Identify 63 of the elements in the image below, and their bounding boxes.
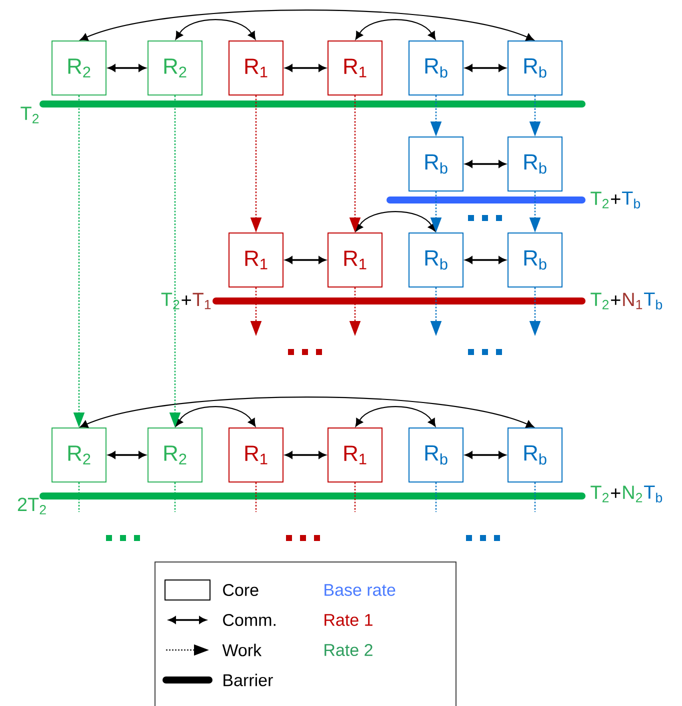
comm-arrow — [80, 396, 534, 428]
barrier-label: + — [611, 296, 620, 305]
core-box: R$_{1}$ — [328, 40, 382, 96]
core-box: R$_{1}$ — [228, 232, 284, 288]
comm-arrow — [108, 64, 146, 72]
work-line — [534, 482, 536, 512]
core-box: R$_{b}$ — [508, 232, 562, 288]
barrier-label: T$_{2}$ — [590, 192, 609, 208]
barrier-label: T$_{b}$ — [644, 292, 662, 310]
barrier-label: N$_{2}$ — [623, 486, 642, 502]
barrier-label: + — [182, 296, 191, 305]
work-line — [255, 482, 257, 512]
barrier-label: T$_{2}$ — [590, 292, 609, 310]
legend-text: Core — [223, 584, 258, 596]
comm-arrow — [355, 19, 436, 40]
legend-text: Barrier — [224, 674, 273, 686]
core-box: R$_{b}$ — [508, 428, 562, 482]
core-box: R$_{b}$ — [408, 428, 464, 482]
barrier-label: T$_{b}$ — [622, 192, 640, 208]
core-box: R$_{1}$ — [228, 40, 284, 96]
comm-arrow — [108, 451, 146, 459]
comm-arrow — [465, 160, 506, 168]
barrier-label: 2T$_{2}$ — [18, 498, 46, 514]
core-box: R$_{2}$ — [52, 40, 106, 96]
barrier-label: T$_{b}$ — [644, 486, 662, 502]
comm-arrow — [175, 19, 256, 40]
barrier-label: T$_{2}$ — [161, 292, 180, 310]
core-box: R$_{b}$ — [408, 136, 464, 192]
core-box: R$_{2}$ — [148, 428, 202, 482]
comm-arrow — [355, 406, 436, 427]
comm-arrow — [465, 64, 506, 72]
core-box: R$_{1}$ — [328, 428, 382, 482]
barrier-label: + — [611, 488, 620, 498]
legend-text: Base rate — [324, 584, 396, 596]
barrier-label: N$_{1}$ — [623, 292, 642, 310]
core-box: R$_{b}$ — [508, 136, 562, 192]
core-box: R$_{1}$ — [328, 232, 382, 288]
legend-text: Rate 1 — [324, 614, 372, 626]
comm-arrow — [465, 256, 506, 264]
comm-arrow — [285, 256, 326, 264]
barrier-label: T$_{2}$ — [20, 106, 39, 124]
work-line — [435, 482, 437, 512]
legend-text: Rate 2 — [324, 644, 372, 656]
barrier-label: T$_{2}$ — [590, 486, 609, 502]
core-box: R$_{b}$ — [508, 40, 562, 96]
comm-arrow — [285, 451, 326, 459]
comm-arrow — [285, 64, 326, 72]
comm-arrow — [175, 406, 256, 427]
work-line — [354, 482, 356, 512]
legend-text: Work — [222, 644, 262, 656]
comm-arrow — [465, 451, 506, 459]
core-box: R$_{2}$ — [52, 428, 106, 482]
comm-arrow — [80, 10, 534, 41]
comm-arrow — [355, 211, 436, 232]
work-line — [174, 482, 176, 512]
core-box: R$_{b}$ — [408, 40, 464, 96]
barrier-label: T$_{1}$ — [192, 292, 211, 310]
core-box: R$_{2}$ — [148, 40, 202, 96]
legend-text: Comm. — [223, 614, 276, 626]
core-box: R$_{b}$ — [408, 232, 464, 288]
core-box: R$_{1}$ — [228, 428, 284, 482]
barrier-label: + — [611, 194, 620, 204]
work-line — [78, 482, 80, 512]
